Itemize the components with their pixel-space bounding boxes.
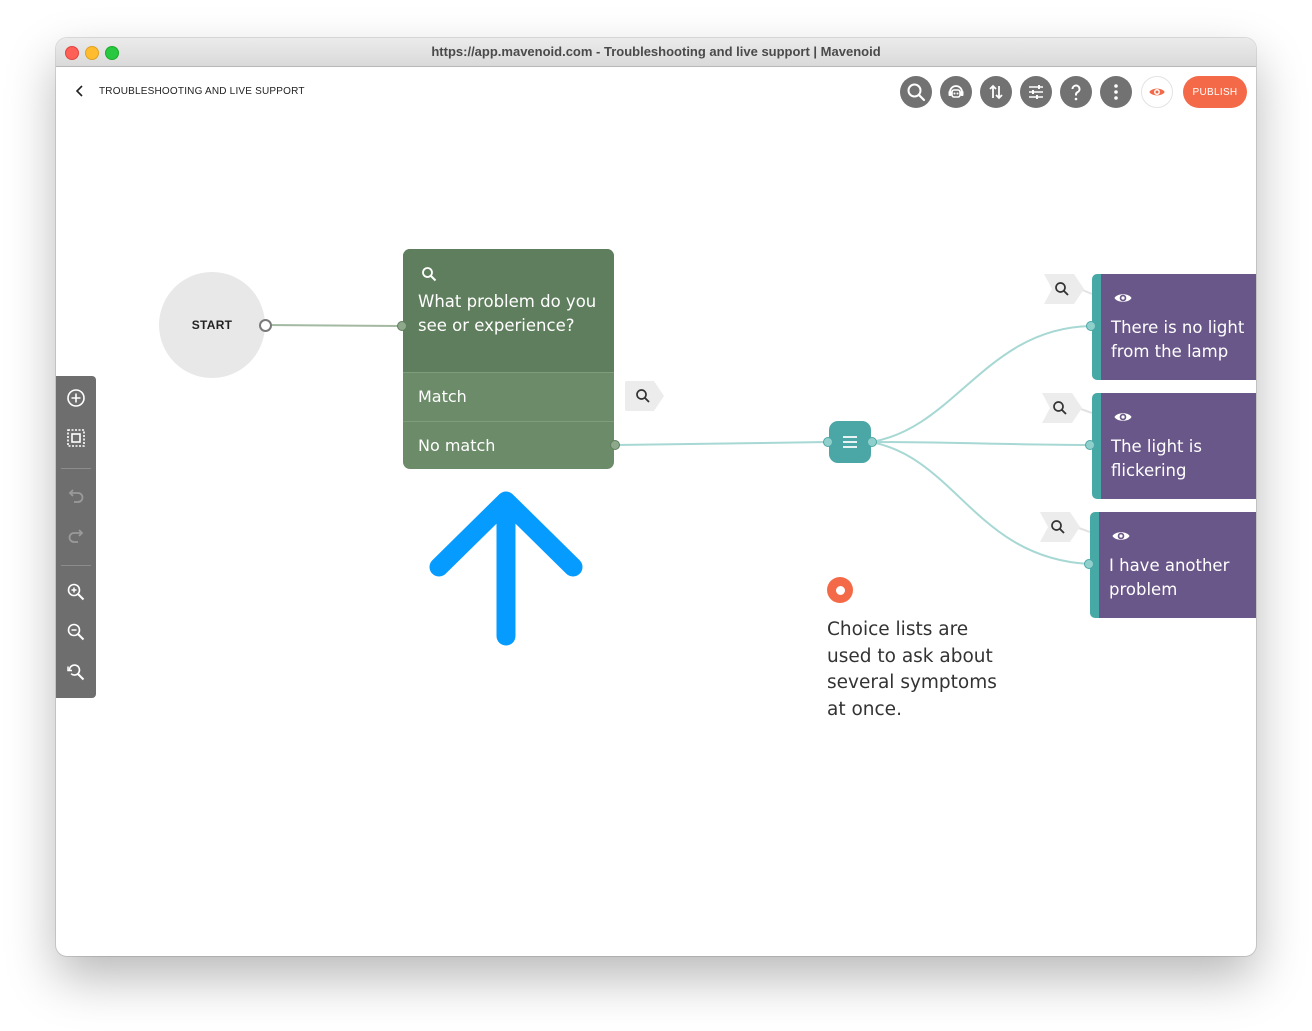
- choice-input-port[interactable]: [823, 437, 833, 447]
- undo-button[interactable]: [64, 483, 88, 507]
- answer-text: The light is flickering: [1111, 437, 1202, 480]
- toolbox-divider: [61, 468, 91, 469]
- search-icon: [422, 267, 437, 282]
- close-window-button[interactable]: [65, 46, 79, 60]
- answer-2-input-port[interactable]: [1085, 440, 1095, 450]
- search-icon: [1051, 520, 1065, 534]
- publish-button[interactable]: PUBLISH: [1183, 76, 1247, 108]
- question-input-port[interactable]: [397, 321, 407, 331]
- choice-list-node[interactable]: [829, 421, 871, 463]
- question-mark-icon: [1071, 84, 1081, 101]
- robot-icon: [948, 85, 964, 98]
- answer-3-input-port[interactable]: [1084, 559, 1094, 569]
- minimize-window-button[interactable]: [85, 46, 99, 60]
- search-icon: [1053, 401, 1067, 415]
- select-area-icon: [67, 429, 85, 447]
- title-bar: https://app.mavenoid.com - Troubleshooti…: [56, 38, 1256, 67]
- canvas-toolbox: [56, 376, 96, 698]
- connection-lines: [264, 288, 1093, 565]
- help-button[interactable]: [1060, 76, 1092, 108]
- zoom-in-button[interactable]: [64, 580, 88, 604]
- question-node-header: What problem do you see or experience?: [403, 249, 614, 372]
- plus-circle-icon: [67, 389, 85, 407]
- question-node[interactable]: What problem do you see or experience? M…: [403, 249, 614, 469]
- more-vertical-icon: [1114, 84, 1118, 100]
- choice-output-port[interactable]: [867, 437, 877, 447]
- output-no-match[interactable]: No match: [403, 421, 614, 469]
- edge-choice-to-answer-1: [870, 325, 1092, 443]
- search-icon: [907, 83, 926, 102]
- select-area-button[interactable]: [64, 426, 88, 450]
- match-search-tag[interactable]: [625, 381, 665, 411]
- chevron-left-icon[interactable]: [74, 84, 86, 98]
- zoom-reset-icon: [67, 664, 85, 681]
- maximize-window-button[interactable]: [105, 46, 119, 60]
- search-button[interactable]: [900, 76, 932, 108]
- answer-node-1[interactable]: There is no light from the lamp: [1092, 274, 1256, 380]
- start-label: START: [191, 318, 233, 332]
- start-output-port[interactable]: [259, 319, 272, 332]
- swap-vertical-icon: [989, 84, 1003, 100]
- output-match[interactable]: Match: [403, 372, 614, 420]
- edge-choice-to-answer-2: [870, 441, 1091, 446]
- import-export-button[interactable]: [980, 76, 1012, 108]
- no-match-output-port[interactable]: [610, 440, 620, 450]
- start-node[interactable]: START: [159, 272, 265, 378]
- zoom-out-button[interactable]: [64, 620, 88, 644]
- search-icon: [636, 389, 650, 403]
- edge-choice-to-answer-3: [870, 441, 1090, 565]
- eye-icon: [1112, 532, 1130, 540]
- toolbox-divider: [61, 565, 91, 566]
- page-title: TROUBLESHOOTING AND LIVE SUPPORT: [99, 86, 305, 97]
- edge-nomatch-to-choice: [614, 441, 829, 446]
- add-node-button[interactable]: [64, 386, 88, 410]
- eye-icon: [1149, 88, 1165, 96]
- answer-1-input-port[interactable]: [1086, 321, 1096, 331]
- zoom-reset-button[interactable]: [64, 660, 88, 684]
- question-text: What problem do you see or experience?: [418, 292, 597, 335]
- answer-3-search-tag[interactable]: [1040, 512, 1080, 542]
- redo-icon: [68, 529, 84, 543]
- more-menu-button[interactable]: [1100, 76, 1132, 108]
- settings-button[interactable]: [1020, 76, 1052, 108]
- hint-text: Choice lists are used to ask about sever…: [827, 619, 997, 720]
- redo-button[interactable]: [64, 523, 88, 547]
- zoom-in-icon: [67, 583, 85, 601]
- hint-marker[interactable]: [827, 577, 853, 603]
- search-icon: [1055, 282, 1069, 296]
- undo-icon: [68, 489, 84, 503]
- arrow-up-icon: [429, 491, 583, 646]
- answer-text: I have another problem: [1109, 556, 1230, 599]
- list-icon: [843, 436, 857, 448]
- zoom-out-icon: [67, 623, 85, 641]
- answer-1-search-tag[interactable]: [1044, 274, 1084, 304]
- eye-icon: [1114, 413, 1132, 421]
- answer-node-3[interactable]: I have another problem: [1090, 512, 1256, 618]
- window-title: https://app.mavenoid.com - Troubleshooti…: [431, 44, 881, 59]
- eye-icon: [1114, 294, 1132, 302]
- preview-button[interactable]: [1141, 76, 1173, 108]
- answer-2-search-tag[interactable]: [1042, 393, 1082, 423]
- assistant-button[interactable]: [940, 76, 972, 108]
- answer-node-2[interactable]: The light is flickering: [1092, 393, 1256, 499]
- sliders-icon: [1029, 85, 1043, 99]
- edge-start-to-question: [264, 324, 404, 327]
- answer-text: There is no light from the lamp: [1111, 318, 1245, 361]
- browser-window: https://app.mavenoid.com - Troubleshooti…: [56, 38, 1256, 956]
